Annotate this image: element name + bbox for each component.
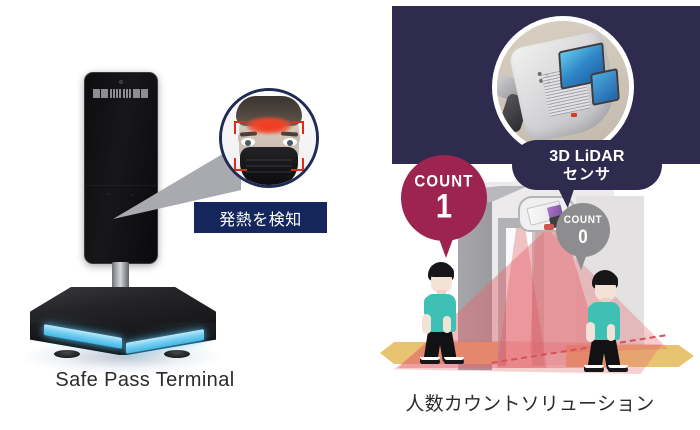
lidar-label-line1: 3D LiDAR xyxy=(549,148,625,166)
face-thermal-detection-circle xyxy=(219,88,319,188)
thermal-sensor-array xyxy=(93,89,151,98)
fever-detection-banner: 発熱を検知 xyxy=(194,202,327,233)
count-badge-secondary-tail xyxy=(575,254,587,270)
detection-bracket-bottom-left xyxy=(234,158,247,171)
camera-icon xyxy=(119,80,123,84)
face-eye-left xyxy=(241,138,255,146)
person-entering xyxy=(416,262,470,366)
lidar-lens-secondary xyxy=(590,67,620,107)
person-exiting xyxy=(580,270,634,374)
base-foot-left xyxy=(54,350,80,358)
count-badge-primary-value: 1 xyxy=(435,188,453,226)
detection-bracket-top-right xyxy=(291,121,304,134)
person-neck xyxy=(437,290,446,297)
tablet-seam xyxy=(85,185,157,186)
safe-pass-terminal-caption: Safe Pass Terminal xyxy=(55,369,235,391)
terminal-base xyxy=(30,287,216,359)
person-shoe-back xyxy=(420,357,440,364)
face-ear-left xyxy=(238,131,246,145)
floor-direction-arrow-left xyxy=(380,342,498,364)
count-badge-secondary: COUNT 0 xyxy=(556,203,610,257)
base-foot-right xyxy=(164,350,190,358)
person-sleeve xyxy=(424,296,437,318)
face-mask-icon xyxy=(240,147,298,185)
person-hair-front xyxy=(429,266,454,277)
face-pupil-left xyxy=(245,140,251,146)
fever-detection-label: 発熱を検知 xyxy=(219,209,302,229)
detection-bracket-top-left xyxy=(234,121,247,134)
count-badge-primary-tail xyxy=(438,236,454,258)
ceiling-sensor-emitter xyxy=(544,224,554,230)
people-counting-caption: 人数カウントソリューション xyxy=(405,393,655,415)
person-neck xyxy=(601,298,610,305)
person-arm-back xyxy=(586,322,595,342)
safe-pass-terminal-panel: 発熱を検知 Safe Pass Terminal xyxy=(22,72,327,391)
tablet-speck xyxy=(131,194,134,196)
person-arm-back xyxy=(422,314,431,334)
lidar-sensor-photo-circle xyxy=(492,16,634,158)
tablet-top-bezel xyxy=(85,73,157,107)
corridor-scene xyxy=(380,182,700,384)
detection-bracket-bottom-right xyxy=(291,158,304,171)
count-badge-secondary-label: COUNT xyxy=(563,213,603,226)
face-pupil-right xyxy=(287,140,293,146)
people-counting-panel: 3D LiDAR センサ COUNT 1 COUNT 0 人数カウントソリューシ… xyxy=(360,0,700,430)
doorway-edge xyxy=(532,228,544,366)
count-badge-primary-label: COUNT xyxy=(414,171,474,192)
person-shoe-front xyxy=(608,365,628,372)
face-photo xyxy=(222,91,316,185)
count-badge-secondary-value: 0 xyxy=(578,225,588,247)
face-ear-right xyxy=(292,131,300,145)
person-arm-front xyxy=(443,316,451,333)
forehead-heat-blob xyxy=(246,117,292,134)
doorway-opening xyxy=(506,228,536,366)
person-shoe-back xyxy=(584,365,604,372)
person-shoe-front xyxy=(444,357,464,364)
lidar-status-led xyxy=(571,113,577,117)
tablet-speck xyxy=(107,193,110,195)
count-badge-primary: COUNT 1 xyxy=(401,155,487,241)
lidar-label-line2: センサ xyxy=(562,164,611,183)
terminal-tablet xyxy=(84,72,158,264)
person-sleeve xyxy=(588,304,601,326)
person-arm-front xyxy=(607,324,615,341)
lidar-label-bubble: 3D LiDAR センサ xyxy=(512,140,662,190)
person-hair-front xyxy=(593,274,618,285)
face-eye-right xyxy=(283,138,297,146)
